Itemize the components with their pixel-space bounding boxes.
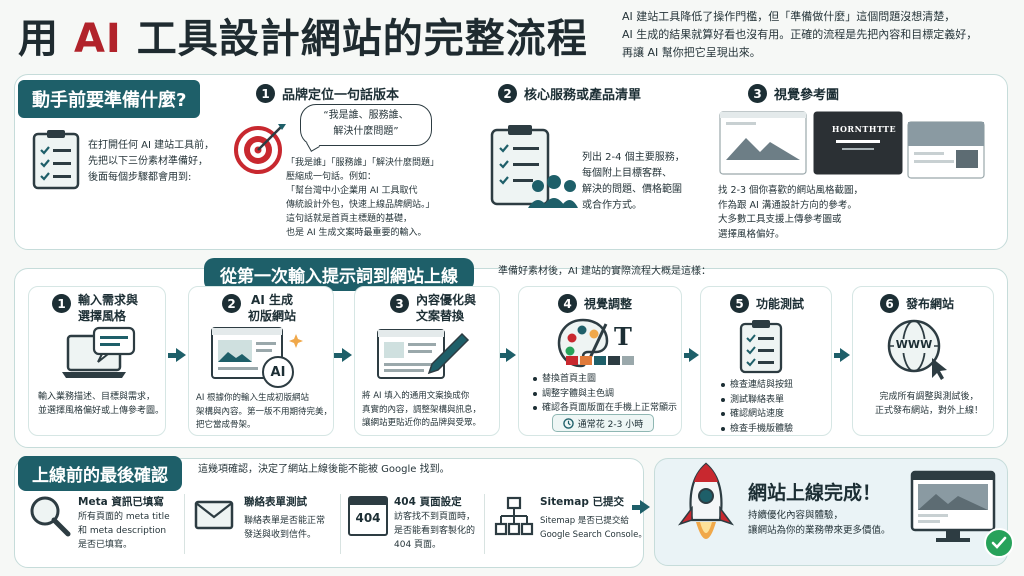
- swatch-orange: [580, 356, 592, 365]
- clipboard-team-icon: [488, 122, 578, 216]
- checks-desc: 這幾項確認，決定了網站上線後能不能被 Google 找到。: [198, 464, 450, 475]
- time-estimate-badge: 通常花 2-3 小時: [552, 414, 654, 432]
- step4-number: 4: [558, 294, 577, 313]
- prep-item2-text: 列出 2-4 個主要服務， 每個附上目標客群、 解決的問題、價格範圍 或合作方式…: [582, 152, 685, 211]
- flow-arrow-1: [168, 348, 186, 362]
- step1-text: 輸入業務描述、目標與需求， 並選擇風格偏好或上傳參考圖。: [38, 392, 165, 416]
- document-edit-icon: [376, 328, 472, 388]
- done-title: 網站上線完成！: [748, 482, 882, 504]
- prep-label: 動手前要準備什麼?: [18, 80, 201, 118]
- target-icon: [234, 120, 288, 178]
- clock-icon: [563, 417, 574, 429]
- check-divider-3: [484, 494, 485, 554]
- check4-title: Sitemap 已提交: [540, 496, 624, 508]
- done-text: 持續優化內容與體驗， 讓網站為你的業務帶來更多價值。: [748, 510, 891, 536]
- check2-text: 聯絡表單是否能正常 發送與收到信件。: [244, 516, 326, 540]
- swatch-teal: [594, 356, 606, 365]
- globe-icon: [886, 318, 952, 384]
- mock-brand-text: HORNTHTTE: [831, 124, 897, 134]
- check-divider-1: [184, 494, 185, 554]
- prep-item3-text: 找 2-3 個你喜歡的網站風格截圖， 作為跟 AI 溝通設計方向的參考。 大多數…: [718, 185, 864, 240]
- speech-bubble-text: “我是誰、服務誰、 解決什麼問題”: [323, 110, 409, 137]
- intro-text: AI 建站工具降低了操作門檻，但「準備做什麼」這個問題沒想清楚， AI 生成的結…: [622, 10, 978, 59]
- typography-glyph: T: [614, 322, 632, 351]
- flow-label: 從第一次輸入提示詞到網站上線: [204, 258, 474, 291]
- check3-title: 404 頁面設定: [394, 496, 462, 508]
- prep-desc: 在打開任何 AI 建站工具前， 先把以下三份素材準備好， 後面每個步驟都會用到:: [88, 140, 215, 183]
- swatch-red: [566, 356, 578, 365]
- flow-arrow-5: [834, 348, 850, 362]
- palette-icon: [556, 316, 610, 374]
- globe-text: WWW: [895, 338, 933, 351]
- flow-arrow-4: [684, 348, 699, 362]
- step5-number: 5: [730, 294, 749, 313]
- swatch-gray: [622, 356, 634, 365]
- rocket-icon: [666, 460, 746, 564]
- step5-title: 功能測試: [756, 297, 805, 311]
- page-title: 用 AI 工具設計網站的完整流程: [18, 16, 588, 62]
- clipboard-checklist-icon: [32, 128, 80, 194]
- step4-bullets: 替換首頁主圖 調整字體與主色調 確認各頁面版面在手機上正常顯示: [532, 372, 682, 416]
- step3-text: 將 AI 填入的通用文案換成你 真實的內容，調整架構與訊息， 讓網站更貼近你的品…: [362, 391, 482, 428]
- checks-to-done-arrow: [632, 500, 650, 514]
- magnifier-icon: [28, 494, 72, 542]
- color-swatches: [566, 356, 634, 365]
- step3-title: 內容優化與 文案替換: [416, 293, 477, 323]
- step6-text: 完成所有調整與測試後， 正式發布網站，對外上線！: [874, 392, 983, 416]
- step5-bullets: 檢查連結與按鈕 測試聯絡表單 確認網站速度 檢查手機版體驗: [720, 378, 830, 436]
- swatch-dark: [608, 356, 620, 365]
- success-check-icon: [984, 528, 1014, 558]
- step2-number: 2: [222, 294, 241, 313]
- check-divider-2: [340, 494, 341, 554]
- step1-number: 1: [52, 294, 71, 313]
- ai-badge: AI: [262, 356, 294, 388]
- check4-text: Sitemap 是否已提交給 Google Search Console。: [540, 516, 647, 540]
- step4-title: 視覺調整: [584, 297, 633, 311]
- step2-title: AI 生成 初版網站: [248, 293, 297, 323]
- flow-arrow-2: [334, 348, 352, 362]
- website-screenshots-icon: [718, 110, 988, 184]
- prep-item1-text: 「我是誰」「服務誰」「解決什麼問題」 壓縮成一句話。例如： 「幫台灣中小企業用 …: [286, 158, 440, 238]
- prep-item3-number: 3: [748, 84, 767, 103]
- error-page-bar: [350, 498, 386, 505]
- test-checklist-icon: [738, 318, 788, 378]
- prep-item3-title: 視覺參考圖: [774, 88, 840, 103]
- step1-title: 輸入需求與 選擇風格: [78, 293, 139, 323]
- check1-text: 所有頁面的 meta title 和 meta description 是否已填…: [78, 512, 170, 550]
- step2-text: AI 根據你的輸入生成初版網站 架構與內容。第一版不用期待完美， 把它當成骨架。: [196, 393, 333, 430]
- prep-item2-number: 2: [498, 84, 517, 103]
- prep-item1-number: 1: [256, 84, 275, 103]
- laptop-chat-icon: [60, 326, 136, 384]
- check1-title: Meta 資訊已填寫: [78, 496, 164, 508]
- flow-desc: 準備好素材後，AI 建站的實際流程大概是這樣：: [498, 266, 711, 277]
- prep-item2-title: 核心服務或產品清單: [524, 88, 642, 103]
- error-page-code: 404: [355, 511, 381, 525]
- check3-text: 訪客找不到頁面時， 是否能看到客製化的 404 頁面。: [394, 512, 476, 550]
- monitor-icon: [910, 470, 1000, 554]
- sitemap-icon: [494, 496, 534, 540]
- step3-number: 3: [390, 294, 409, 313]
- error-page-icon: 404: [348, 496, 388, 536]
- prep-item1-title: 品牌定位一句話版本: [282, 88, 400, 103]
- checks-label: 上線前的最後確認: [18, 456, 182, 491]
- flow-step-1: [28, 286, 166, 436]
- step6-title: 發布網站: [906, 297, 955, 311]
- step6-number: 6: [880, 294, 899, 313]
- check2-title: 聯絡表單測試: [244, 496, 307, 508]
- envelope-icon: [194, 500, 234, 534]
- speech-bubble: [300, 104, 432, 146]
- flow-arrow-3: [500, 348, 516, 362]
